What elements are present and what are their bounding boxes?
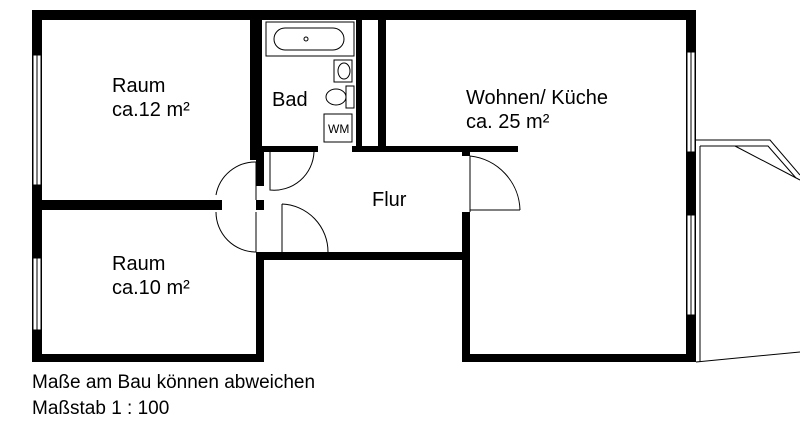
bath-fixtures (265, 21, 355, 143)
toilet-icon (345, 85, 355, 109)
living-area: ca. 25 m² (466, 111, 550, 133)
room-bottom-left-label: Raum ca.10 m² (112, 252, 190, 300)
disclaimer-note: Maße am Bau können abweichen (32, 372, 316, 393)
washing-machine-icon (323, 113, 353, 143)
hall-label: Flur (372, 188, 406, 212)
room-bottom-left-name: Raum (112, 253, 166, 275)
walls (32, 10, 696, 362)
scale-note: Maßstab 1 : 100 (32, 398, 170, 419)
windows-right (686, 51, 696, 316)
washing-machine-label: WM (328, 122, 349, 136)
sink-icon (333, 59, 353, 83)
room-top-left-name: Raum (112, 75, 166, 97)
living-name: Wohnen/ Küche (466, 87, 608, 109)
bathtub-icon (265, 21, 355, 57)
bath-name: Bad (272, 89, 308, 111)
room-bottom-left-area: ca.10 m² (112, 277, 190, 299)
hall-name: Flur (372, 189, 407, 211)
room-top-left-area: ca.12 m² (112, 99, 190, 121)
living-label: Wohnen/ Küche ca. 25 m² (466, 86, 608, 134)
windows-left (32, 54, 42, 331)
bath-label: Bad (272, 88, 308, 112)
balcony (695, 139, 800, 363)
room-top-left-label: Raum ca.12 m² (112, 74, 190, 122)
doors (215, 151, 521, 253)
